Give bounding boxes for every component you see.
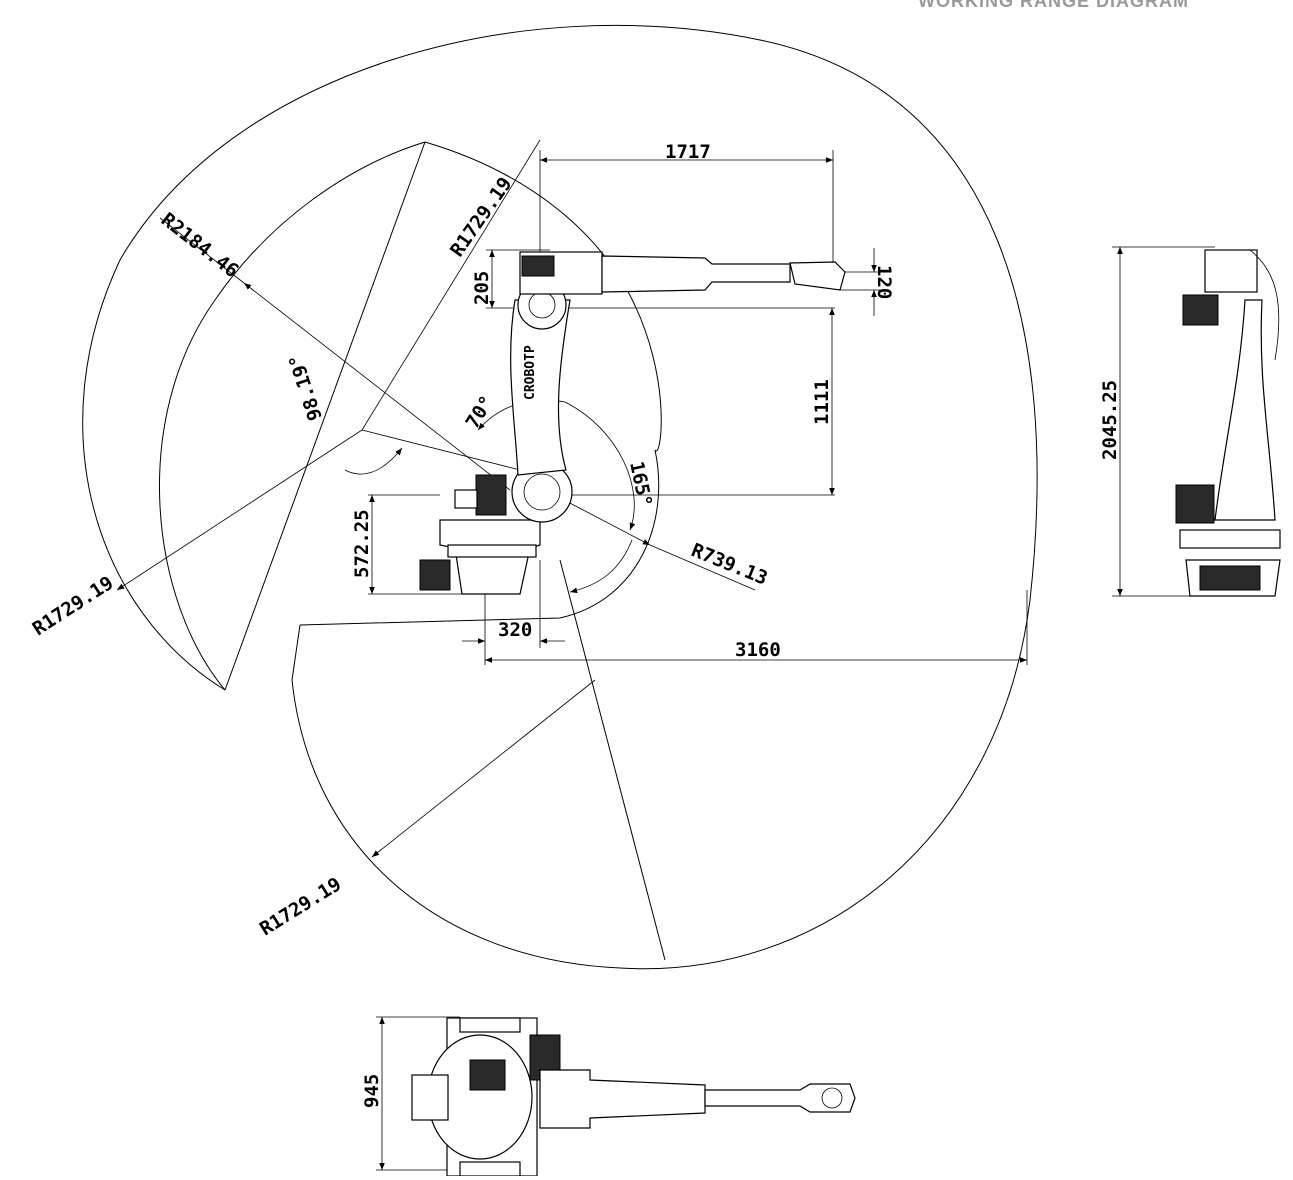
robot-top-view xyxy=(411,1017,856,1177)
robot-side-view: CROBOTP xyxy=(419,251,846,595)
r739-leader-ext xyxy=(649,544,756,591)
front-motor-lower xyxy=(1175,484,1215,524)
label-r1729-bottom: R1729.19 xyxy=(256,873,345,940)
r1729-left-leader-base xyxy=(361,429,521,471)
header-title: WORKING RANGE DIAGRAM xyxy=(918,0,1189,11)
front-arm xyxy=(1214,299,1276,521)
inner-envelope-line-top xyxy=(424,141,662,452)
label-r739: R739.13 xyxy=(688,539,770,589)
inner-envelope-arc xyxy=(158,141,426,691)
robot-front-view xyxy=(1175,249,1281,597)
outer-envelope-arc xyxy=(82,25,1038,970)
label-120: 120 xyxy=(873,265,895,299)
front-upper-housing xyxy=(1204,249,1258,293)
motor-bracket xyxy=(454,489,478,509)
r1729-bottom-leader xyxy=(371,679,596,858)
top-motor xyxy=(469,1059,506,1091)
r2184-leader xyxy=(243,282,511,491)
label-945: 945 xyxy=(361,1074,383,1108)
boundary-line-bottom xyxy=(559,559,666,961)
label-1111: 1111 xyxy=(811,379,833,425)
motor-j2 xyxy=(475,474,507,516)
front-cable xyxy=(1249,249,1280,361)
label-angle-70: 70° xyxy=(462,392,499,433)
top-wrist xyxy=(704,1083,856,1113)
front-motor-upper xyxy=(1182,294,1219,326)
label-320: 320 xyxy=(498,619,532,641)
lower-arm xyxy=(510,299,571,476)
dimension-lines xyxy=(368,150,1215,1171)
top-bracket-upper xyxy=(459,1017,521,1033)
top-flange xyxy=(821,1087,843,1109)
motor-j3 xyxy=(521,255,555,277)
robot-logo: CROBOTP xyxy=(523,345,538,400)
forearm xyxy=(601,255,791,293)
front-base-plate xyxy=(1179,529,1281,549)
label-angle-165: 165° xyxy=(625,459,656,508)
label-r2184: R2184.46 xyxy=(157,209,243,283)
r1729-left-leader xyxy=(116,429,363,591)
top-connector xyxy=(411,1074,449,1121)
wrist xyxy=(789,261,846,291)
label-2045: 2045.25 xyxy=(1099,380,1121,460)
label-205: 205 xyxy=(471,271,493,305)
label-r1729-top: R1729.19 xyxy=(446,173,517,261)
angle-98-arc xyxy=(344,447,403,475)
top-bracket-lower xyxy=(459,1161,521,1177)
r2184-leader-ext xyxy=(159,217,245,284)
label-572: 572.25 xyxy=(351,509,373,578)
base-plate xyxy=(447,544,537,558)
top-forearm xyxy=(539,1069,706,1129)
base-connector xyxy=(419,559,451,591)
shoulder-joint-inner xyxy=(523,473,561,511)
radius-leaders xyxy=(116,139,756,858)
label-r1729-left: R1729.19 xyxy=(29,572,118,640)
angle-165-arc-lower xyxy=(569,539,633,594)
label-3160: 3160 xyxy=(735,639,781,661)
working-envelope xyxy=(82,25,1038,970)
angle-165-arc xyxy=(564,401,636,531)
label-1717: 1717 xyxy=(665,141,711,163)
boundary-line-left xyxy=(224,141,426,691)
label-angle-98: 98.19° xyxy=(285,351,327,423)
front-base-panel xyxy=(1199,565,1261,591)
r1729-top-leader xyxy=(361,139,541,431)
inner-reach-curve xyxy=(299,449,660,626)
